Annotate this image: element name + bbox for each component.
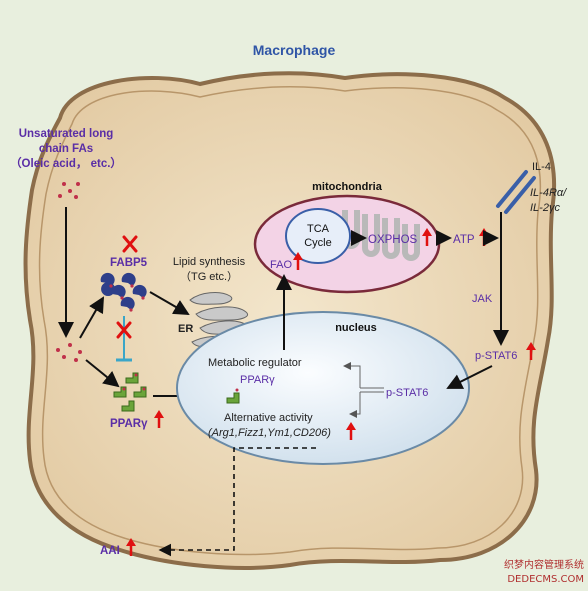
fatty-acids-label-3: （Oleic acid， etc.） [10, 156, 122, 170]
pstat6-outside-label: p-STAT6 [475, 350, 517, 362]
arrow-pstat6-into-nucleus [446, 365, 493, 389]
il4-label: IL-4 [532, 161, 551, 173]
ppar-nucleus-icon [226, 392, 240, 404]
fabp5-inhibition [116, 316, 132, 362]
arrow-to-ppar-left [85, 359, 120, 388]
alternative-activity-label-1: Alternative activity [224, 412, 313, 424]
alternative-up-arrow [346, 422, 356, 440]
dashed-arrow-to-aai [158, 447, 316, 557]
oxphos-label: OXPHOS [368, 234, 418, 246]
il4-receptor [496, 170, 536, 214]
metabolic-regulator-label: Metabolic regulator [208, 357, 302, 369]
arrow-fabp5-to-er [149, 291, 190, 316]
aai-up-arrow [126, 538, 136, 556]
alternative-activity-label-2: (Arg1,Fizz1,Ym1,CD206) [208, 427, 331, 439]
pstat6-up-arrow [526, 342, 536, 360]
nucleus-organelle [176, 311, 470, 465]
er-label: ER [178, 323, 193, 335]
fao-label: FAO [270, 259, 292, 271]
fatty-acids-label-2: chain FAs [39, 143, 93, 155]
ppar-left-dots [122, 373, 146, 391]
ppar-left-up-arrow [154, 410, 164, 428]
aai-label: AAI [100, 545, 120, 557]
tca-cycle-circle [285, 208, 351, 264]
watermark-line-2: DEDECMS.COM [507, 574, 584, 585]
watermark-line-1: 织梦内容管理系统 [504, 558, 584, 571]
cell-inner-membrane [38, 86, 542, 556]
fatty-acid-dots-inside [56, 343, 82, 362]
receptor-label-2: IL-2γc [530, 202, 560, 214]
receptor-label-1: IL-4Rα/ [530, 187, 567, 199]
fabp5-blocked-x [122, 235, 138, 253]
ppar-left-label: PPARγ [110, 418, 148, 430]
mitochondria-label: mitochondria [312, 181, 383, 193]
fabp5-label: FABP5 [110, 257, 148, 269]
fatty-acid-dots-outside [58, 182, 80, 199]
fao-up-arrow [293, 252, 303, 270]
tca-label-1: TCA [307, 223, 330, 235]
fatty-acids-label-1: Unsaturated long [19, 128, 114, 140]
lipid-synthesis-label-1: Lipid synthesis [173, 256, 246, 268]
oxphos-up-arrow [422, 228, 432, 246]
pstat6-inside-label: p-STAT6 [386, 387, 428, 399]
atp-label: ATP [453, 234, 475, 246]
fabp5-bound-dots [109, 284, 145, 312]
jak-label: JAK [472, 293, 493, 305]
tca-label-2: Cycle [304, 237, 332, 249]
ppar-nucleus-dot [235, 388, 239, 392]
ppar-nucleus-label: PPARγ [240, 374, 275, 386]
pstat6-regulation-connectors [343, 362, 384, 418]
lipid-synthesis-label-2: （TG etc.） [180, 270, 238, 283]
nucleus-label: nucleus [335, 322, 377, 334]
diagram-title: Macrophage [253, 42, 336, 58]
arrow-to-fabp5 [79, 296, 104, 339]
